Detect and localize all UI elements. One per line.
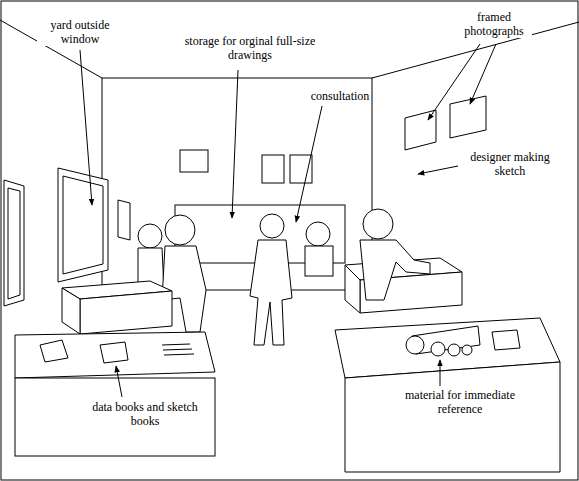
callout-label: material for immediate reference [388, 388, 532, 416]
back-wall [102, 78, 372, 290]
roll-end [431, 342, 445, 356]
wall-item [118, 200, 130, 240]
callout-label: designer making sketch [458, 150, 562, 178]
photo-frame [450, 96, 486, 138]
window-pane [8, 188, 20, 299]
roll-end [448, 344, 460, 356]
leader-arrow [296, 106, 322, 222]
person-head [138, 224, 162, 248]
person-head [260, 214, 284, 238]
leader-arrow [80, 50, 92, 205]
desk-front [80, 291, 172, 334]
book [40, 340, 68, 362]
window [4, 180, 24, 306]
sketch-book [163, 349, 192, 350]
table-front [15, 378, 215, 456]
picture-frame [180, 150, 208, 172]
photo-frame [405, 110, 436, 150]
sketch-book [162, 344, 190, 345]
callout-label: framed photographs [456, 10, 532, 38]
table-front [345, 362, 560, 472]
person-body [360, 240, 430, 300]
window [58, 168, 108, 282]
table-top [15, 332, 215, 378]
person-head [363, 209, 393, 239]
callout-label: data books and sketch books [88, 400, 202, 428]
callout-label: consultation [309, 89, 372, 103]
person-body [250, 240, 292, 345]
leader-arrow [418, 166, 458, 174]
leader-arrow [470, 44, 496, 104]
picture-frame [290, 155, 312, 183]
desk-side [62, 288, 80, 334]
picture-frame [262, 155, 284, 183]
window-pane [63, 176, 103, 274]
leader-arrow [428, 44, 480, 120]
person-head [165, 215, 195, 245]
callout-label: storage for orginal full-size drawings [162, 34, 338, 62]
book [100, 342, 128, 363]
sketch-book [164, 354, 194, 355]
leader-arrow [116, 366, 122, 397]
person-body [305, 246, 333, 276]
roll-end [462, 345, 472, 355]
person-head [306, 222, 330, 246]
roll-end [406, 336, 424, 354]
paper-sheet [492, 330, 520, 350]
leader-arrow [440, 360, 441, 386]
callout-label: yard outside window [37, 18, 123, 46]
leader-arrow [232, 70, 238, 218]
desk-side [345, 265, 360, 313]
